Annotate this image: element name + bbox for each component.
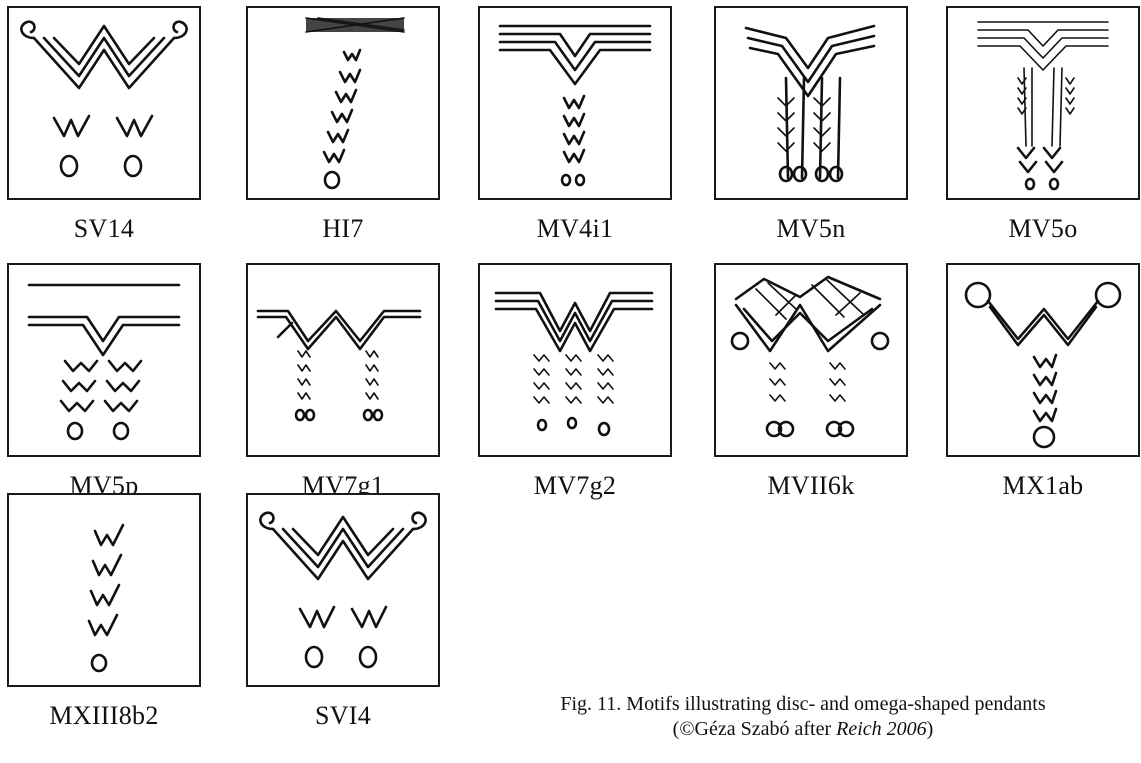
motif-panel-mx1ab: MX1ab [946,263,1140,501]
motif-label: MVII6k [767,471,855,500]
motif-drawing-svi4 [246,493,440,687]
motif-panel-mv5p: MV5p [7,263,201,501]
caption-close: ) [926,718,934,740]
motif-drawing-hi7 [246,6,440,200]
motif-panel-mv5o: MV5o [946,6,1140,244]
motif-drawing-mv5p [7,263,201,457]
motif-drawing-mv5o [946,6,1140,200]
motif-drawing-mxiii8b2 [7,493,201,687]
motif-drawing-mv7g1 [246,263,440,457]
caption-credit: (©Géza Szabó after [672,718,837,740]
motif-drawing-mx1ab [946,263,1140,457]
motif-panel-mxiii8b2: MXIII8b2 [7,493,201,731]
motif-panel-mv7g1: MV7g1 [246,263,440,501]
motif-label: SV14 [73,214,135,243]
motif-label: MXIII8b2 [49,701,159,730]
motif-label: MV4i1 [536,214,614,243]
motif-panel-mv5n: MV5n [714,6,908,244]
motif-drawing-mv7g2 [478,263,672,457]
caption-source: Reich 2006 [836,718,927,740]
motif-panel-svi4: SVI4 [246,493,440,731]
motif-label: HI7 [322,214,364,243]
motif-panel-mv7g2: MV7g2 [478,263,672,501]
motif-drawing-mv5n [714,6,908,200]
motif-drawing-mvii6k [714,263,908,457]
motif-drawing-mv4i1 [478,6,672,200]
motif-label: MV5n [776,214,846,243]
motif-panel-mvii6k: MVII6k [714,263,908,501]
motif-label: MX1ab [1002,471,1084,500]
motif-panel-hi7: HI7 [246,6,440,244]
motif-panel-sv14: SV14 [7,6,201,244]
caption-line-2: (©Géza Szabó after Reich 2006) [466,717,1140,742]
motif-label: MV7g2 [533,471,617,500]
motif-drawing-sv14 [7,6,201,200]
caption-line-1: Fig. 11. Motifs illustrating disc- and o… [560,693,1046,715]
motif-label: MV5o [1008,214,1078,243]
figure-caption: Fig. 11. Motifs illustrating disc- and o… [466,692,1140,742]
motif-label: SVI4 [314,701,372,730]
motif-panel-mv4i1: MV4i1 [478,6,672,244]
